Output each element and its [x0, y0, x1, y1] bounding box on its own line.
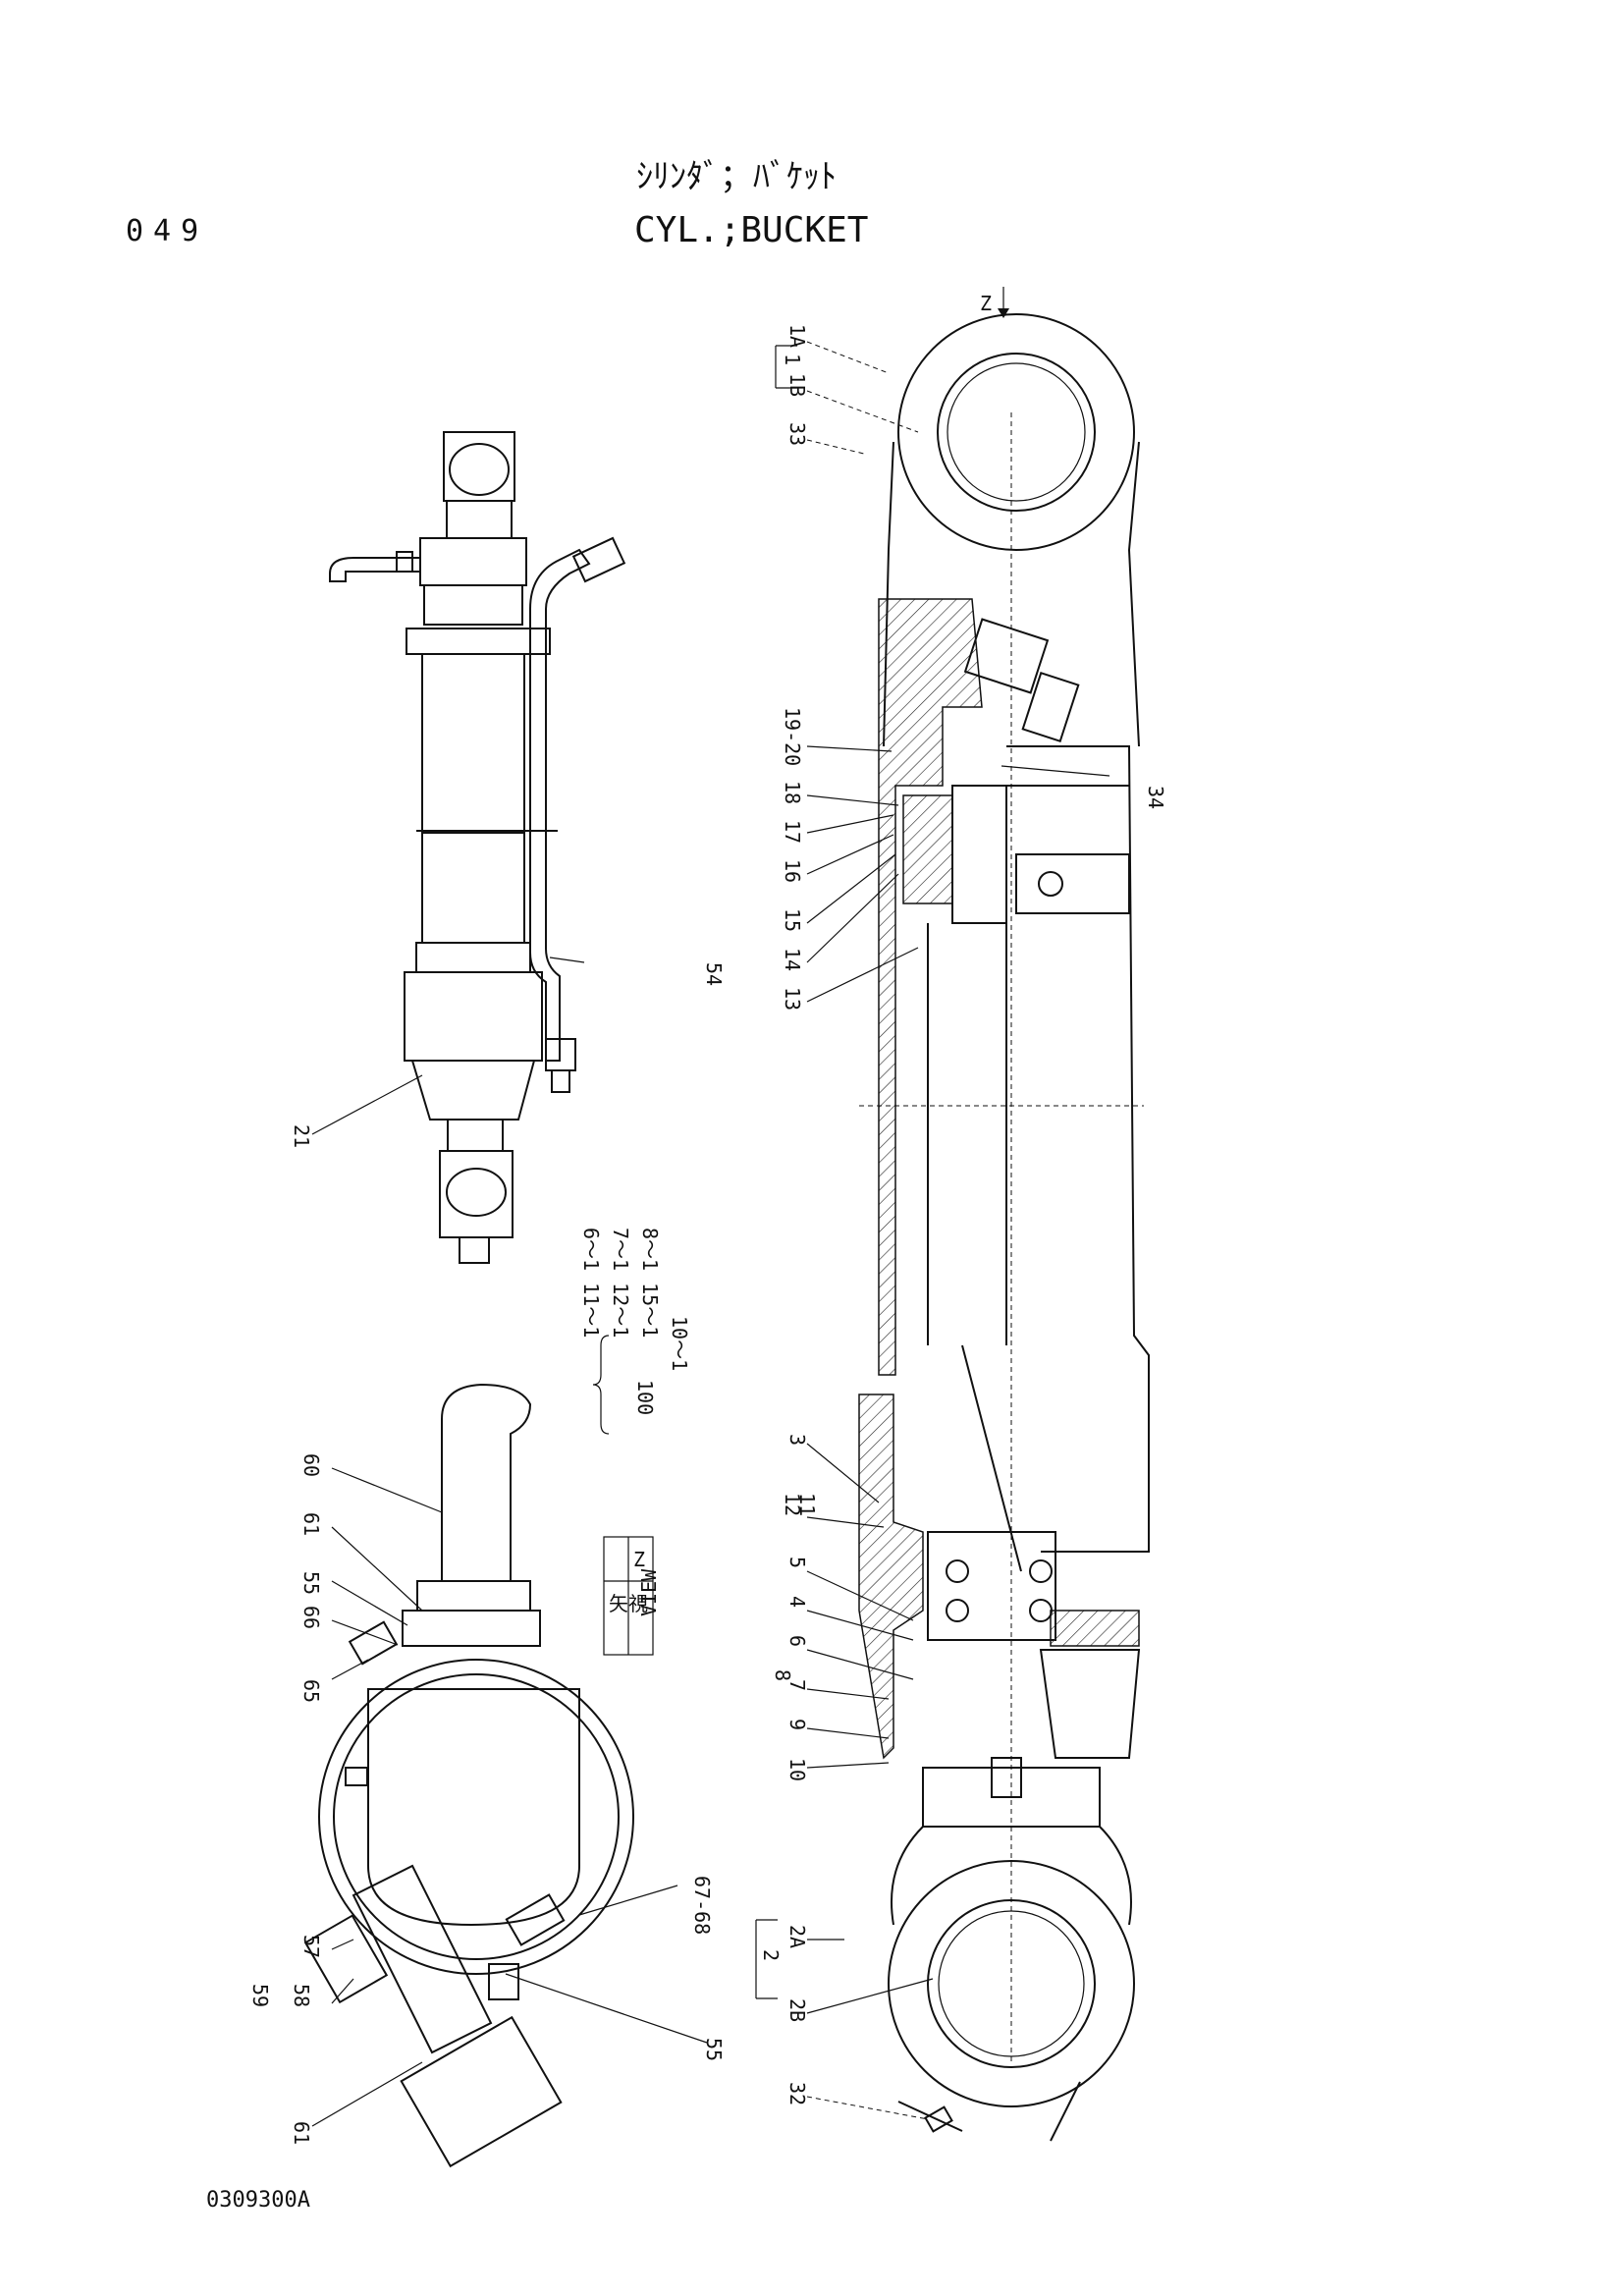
callout-61-bottom: 61 — [290, 2121, 313, 2145]
title-japanese: ｼﾘﾝﾀﾞ；ﾊﾞｹｯﾄ — [636, 157, 837, 196]
callout-9: 9 — [785, 1719, 809, 1730]
callout-15: 15 — [781, 908, 804, 932]
callout-55-bottom: 55 — [702, 2038, 726, 2061]
kit-row-2: 7～1 12～1 — [609, 1228, 632, 1338]
cylinder-side-view — [329, 431, 626, 1264]
callout-54: 54 — [702, 962, 726, 986]
callout-14: 14 — [781, 948, 804, 971]
callout-58: 58 — [290, 1984, 313, 2007]
callout-12: 12 — [781, 1493, 804, 1516]
leader-lines — [311, 341, 1110, 2127]
drawing-code: 0309300A — [206, 2188, 310, 2213]
page-number: 049 — [126, 214, 209, 248]
view-z-label: Z VIEW 矢視 — [603, 1536, 661, 1656]
callout-8: 8 — [771, 1669, 794, 1681]
z-arrow: Z — [980, 287, 1009, 318]
callout-1a: 1A — [785, 324, 809, 348]
callout-19-20: 19-20 — [781, 707, 804, 766]
callout-2: 2 — [759, 1949, 783, 1961]
callout-16: 16 — [781, 859, 804, 883]
callout-1: 1 — [781, 354, 804, 365]
title-english: CYL.;BUCKET — [634, 210, 869, 250]
callout-32: 32 — [785, 2082, 809, 2105]
kit-list: 100 6～1 11～1 7～1 12～1 8～1 15～1 10～1 — [579, 1228, 691, 1435]
view-japanese: 矢視 — [609, 1592, 648, 1615]
callout-3: 3 — [785, 1434, 809, 1446]
callout-4: 4 — [785, 1596, 809, 1608]
callout-66: 66 — [299, 1606, 323, 1629]
callout-10: 10 — [785, 1758, 809, 1781]
callout-60: 60 — [299, 1453, 323, 1477]
callout-55-top: 55 — [299, 1571, 323, 1595]
callout-18: 18 — [781, 781, 804, 804]
callout-7: 7 — [785, 1679, 809, 1691]
view-letter: Z — [633, 1548, 645, 1571]
kit-row-1: 6～1 11～1 — [579, 1228, 603, 1338]
cylinder-section-view — [858, 313, 1150, 2142]
kit-number: 100 — [633, 1380, 657, 1415]
callout-11: 11 — [795, 1493, 819, 1516]
callout-67-68: 67-68 — [690, 1876, 714, 1935]
callout-5: 5 — [785, 1557, 809, 1568]
callout-2a: 2A — [785, 1925, 809, 1948]
kit-row-3: 8～1 15～1 — [638, 1228, 662, 1338]
callout-2b: 2B — [785, 1998, 809, 2022]
callout-33: 33 — [785, 422, 809, 446]
callout-1b: 1B — [785, 373, 809, 397]
callout-21: 21 — [290, 1124, 313, 1148]
view-z-drawing — [303, 1383, 634, 2168]
callout-labels: 1 1A 1B 33 19-20 18 17 16 15 14 13 34 54… — [248, 324, 1167, 2145]
callout-57: 57 — [299, 1935, 323, 1958]
callout-34: 34 — [1144, 786, 1167, 809]
callout-61-top: 61 — [299, 1512, 323, 1536]
view-text: VIEW — [637, 1568, 661, 1616]
callout-6: 6 — [785, 1635, 809, 1647]
svg-text:Z: Z — [980, 292, 992, 315]
callout-59: 59 — [248, 1984, 272, 2007]
callout-17: 17 — [781, 820, 804, 844]
callout-13: 13 — [781, 987, 804, 1011]
callout-65: 65 — [299, 1679, 323, 1703]
kit-row-4: 10～1 — [668, 1316, 691, 1371]
